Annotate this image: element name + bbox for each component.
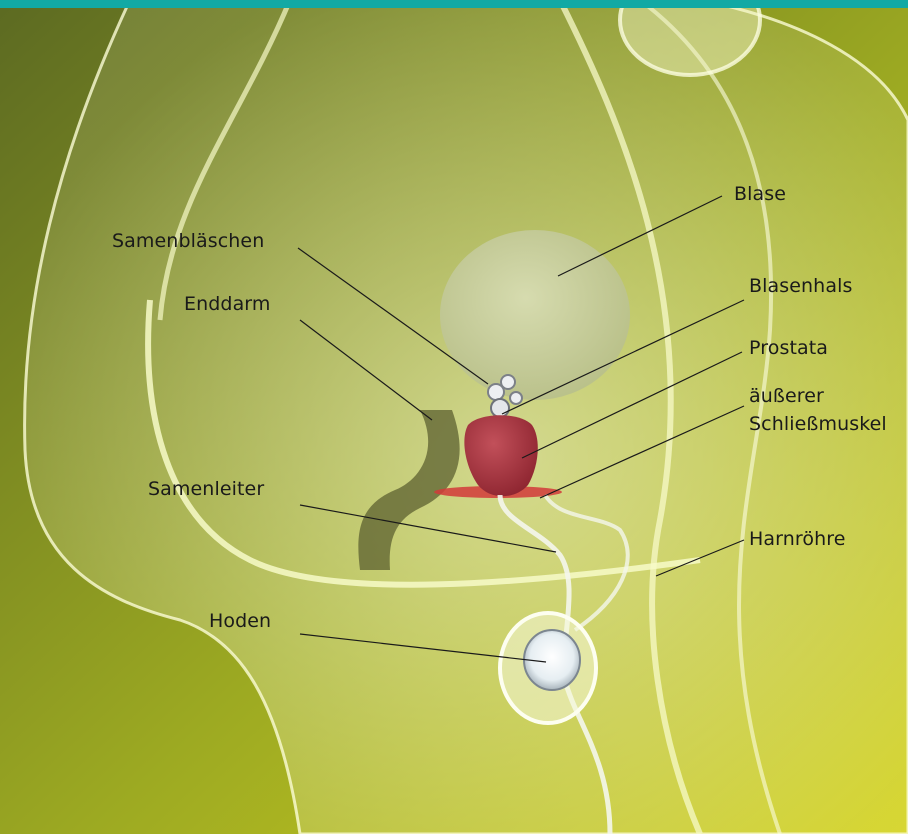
label-schliessmuskel: äußerer Schließmuskel [749,382,887,438]
label-schliessmuskel-line1: äußerer [749,382,887,410]
label-schliessmuskel-line2: Schließmuskel [749,410,887,438]
bladder [440,230,630,400]
label-samenleiter: Samenleiter [148,475,264,503]
top-accent-bar [0,0,908,8]
label-blasenhals: Blasenhals [749,272,852,300]
label-hoden: Hoden [209,607,271,635]
label-samenblaeschen: Samenbläschen [112,227,264,255]
label-harnroehre: Harnröhre [749,525,846,553]
label-blase: Blase [734,180,786,208]
label-prostata: Prostata [749,334,828,362]
label-enddarm: Enddarm [184,290,271,318]
